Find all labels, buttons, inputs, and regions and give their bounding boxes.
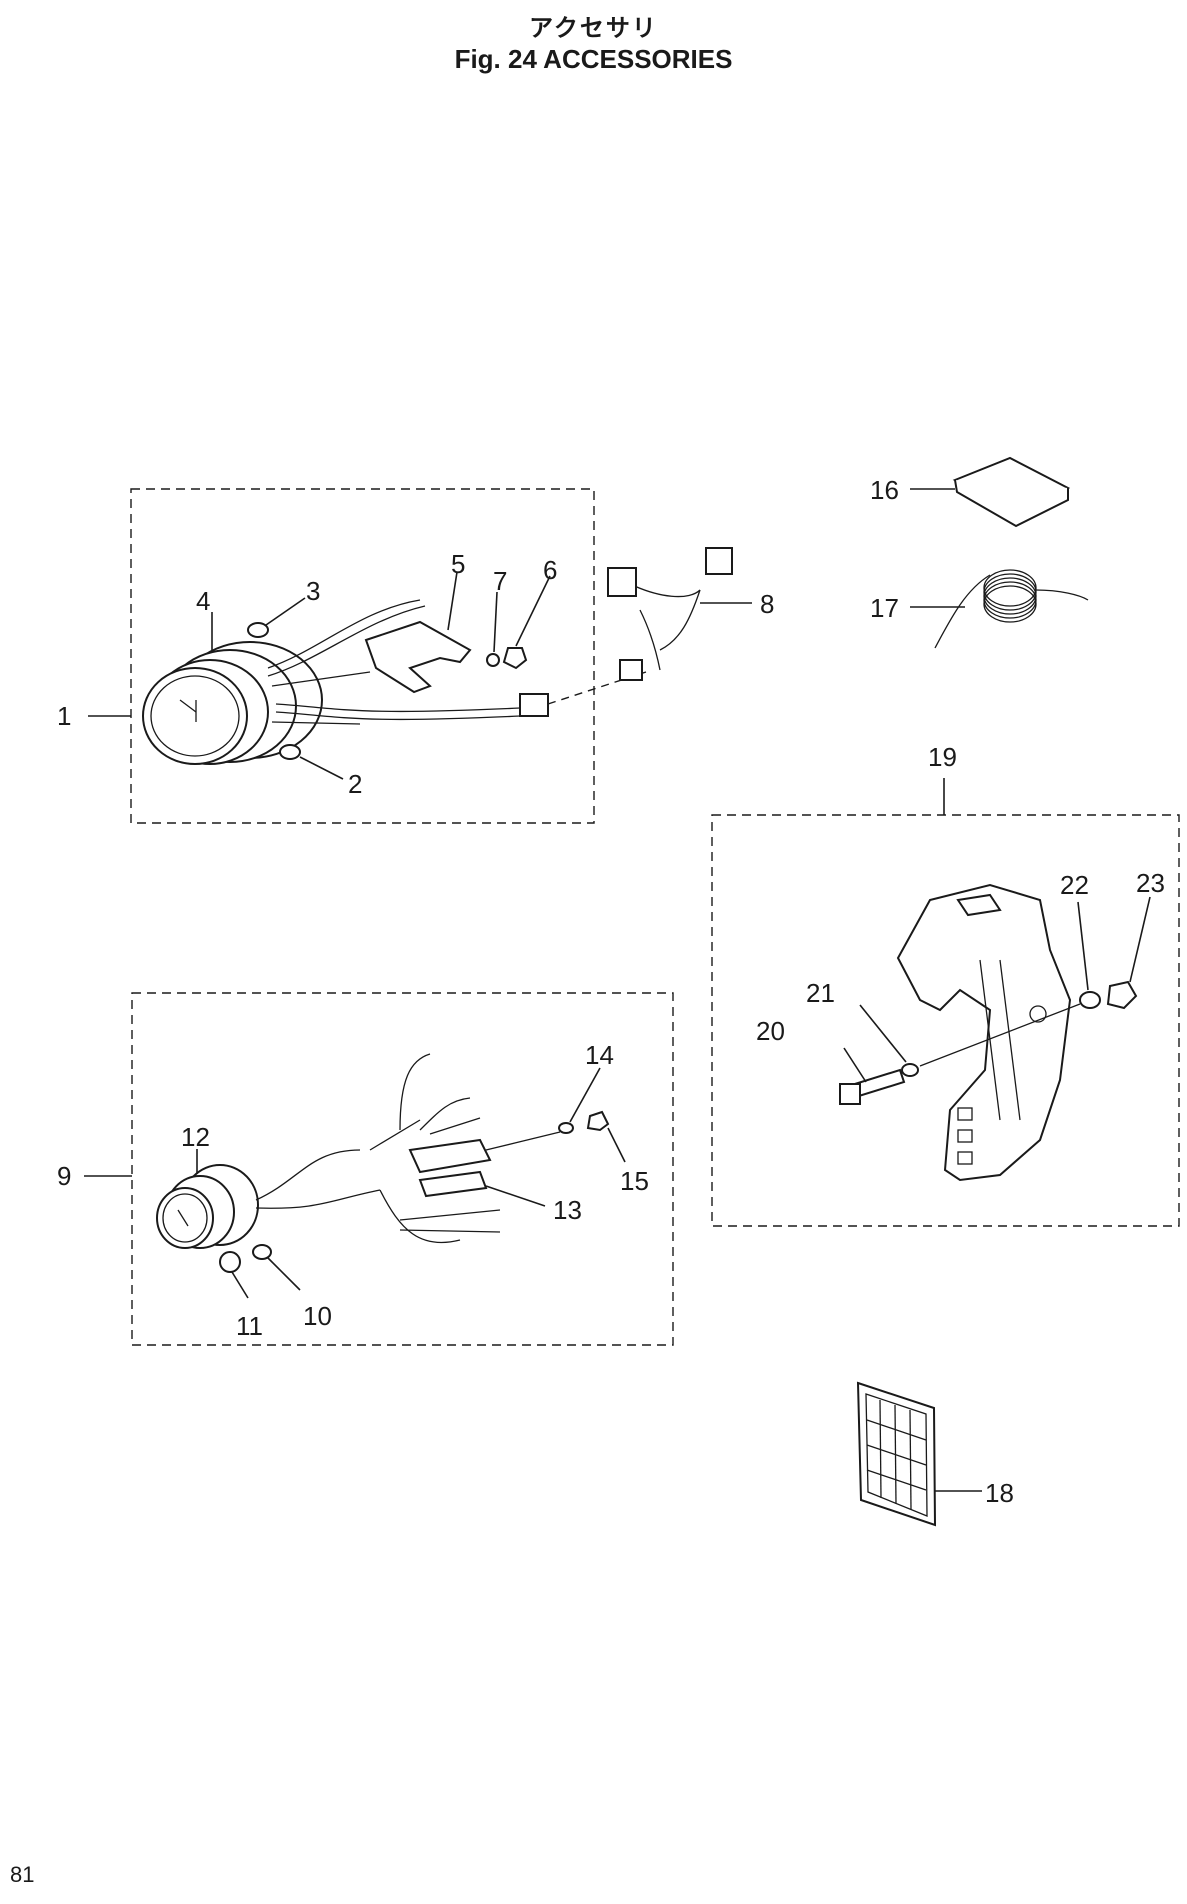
wire-harness-8 bbox=[547, 547, 752, 705]
callout-9: 9 bbox=[57, 1161, 71, 1191]
callout-8: 8 bbox=[760, 589, 774, 619]
remote-bracket-group bbox=[711, 778, 1180, 1227]
page-number: 81 bbox=[10, 1862, 35, 1887]
tool-pouch-16 bbox=[910, 456, 1071, 528]
callout-21: 21 bbox=[806, 978, 835, 1008]
washer-21 bbox=[901, 1063, 919, 1077]
group-19-boundary bbox=[711, 814, 1180, 1227]
callout-4: 4 bbox=[196, 586, 210, 616]
tachometer-kit-group bbox=[88, 488, 595, 824]
callout-10: 10 bbox=[303, 1301, 332, 1331]
meter-bracket bbox=[408, 1138, 492, 1174]
bulb-3 bbox=[247, 622, 269, 638]
trim-meter-kit-group bbox=[84, 992, 674, 1346]
callout-11: 11 bbox=[236, 1311, 263, 1341]
callout-19: 19 bbox=[928, 742, 957, 772]
washer-7 bbox=[486, 653, 500, 667]
nut-23 bbox=[1106, 980, 1138, 1010]
harness-connector bbox=[519, 693, 549, 717]
group-9-boundary bbox=[131, 992, 674, 1346]
callout-20: 20 bbox=[756, 1016, 785, 1046]
nut-15 bbox=[586, 1110, 610, 1132]
callout-7: 7 bbox=[493, 566, 507, 596]
callout-17: 17 bbox=[870, 593, 899, 623]
bolt-head-20 bbox=[839, 1083, 861, 1105]
trim-meter-gauge bbox=[156, 1164, 259, 1249]
bulb-2 bbox=[279, 744, 301, 760]
remote-bracket bbox=[896, 883, 1072, 1182]
connector-bottom bbox=[619, 659, 643, 681]
callout-22: 22 bbox=[1060, 870, 1089, 900]
tachometer-gauge bbox=[142, 641, 323, 765]
callout-13: 13 bbox=[553, 1195, 582, 1225]
callout-2: 2 bbox=[348, 769, 362, 799]
washer-22 bbox=[1079, 991, 1101, 1009]
connector-left bbox=[607, 567, 637, 597]
coiled-cord-17 bbox=[910, 569, 1089, 649]
callout-15: 15 bbox=[620, 1166, 649, 1196]
nut-6 bbox=[502, 647, 528, 670]
washer-14 bbox=[558, 1122, 574, 1134]
figure-title-japanese: アクセサリ bbox=[529, 14, 658, 42]
figure-title: Fig. 24 ACCESSORIES bbox=[454, 44, 733, 74]
callout-23: 23 bbox=[1136, 868, 1165, 898]
callout-16: 16 bbox=[870, 475, 899, 505]
mounting-bracket bbox=[364, 620, 472, 694]
connector-right bbox=[705, 547, 733, 575]
callout-14: 14 bbox=[585, 1040, 614, 1070]
callout-5: 5 bbox=[451, 549, 465, 579]
callout-3: 3 bbox=[306, 576, 320, 606]
cap-11 bbox=[219, 1251, 241, 1273]
bulb-10 bbox=[252, 1244, 272, 1260]
callout-12: 12 bbox=[181, 1122, 210, 1152]
callout-18: 18 bbox=[985, 1478, 1014, 1508]
decal-18 bbox=[856, 1381, 982, 1527]
callout-1: 1 bbox=[57, 701, 71, 731]
group-1-boundary bbox=[130, 488, 595, 824]
callout-6: 6 bbox=[543, 555, 557, 585]
